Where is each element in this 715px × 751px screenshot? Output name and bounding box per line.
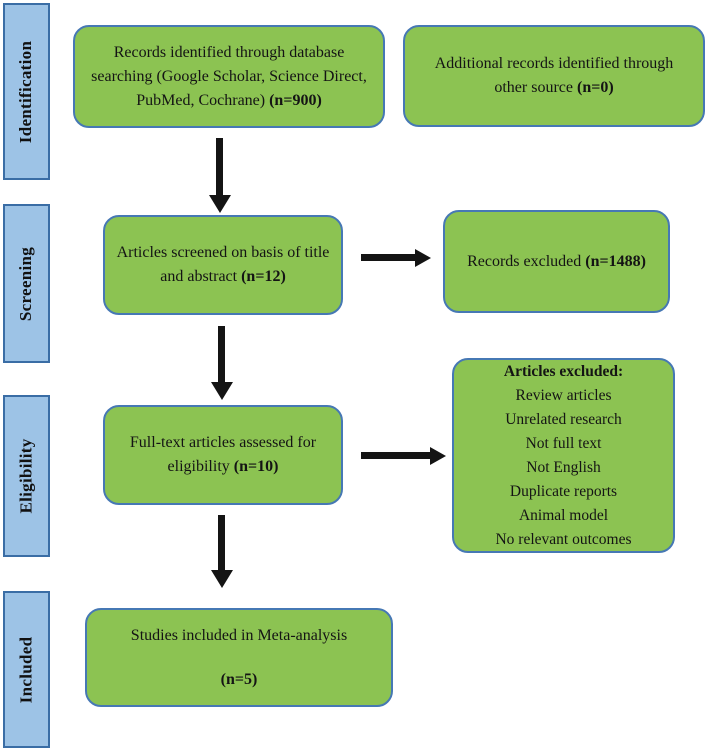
box-articles-screened: Articles screened on basis of title and … — [103, 215, 343, 315]
box-fulltext-assessed-text: Full-text articles assessed for eligibil… — [129, 434, 317, 475]
records-identified-count: (n=900) — [269, 91, 322, 109]
excluded-reason: Not full text — [525, 434, 602, 452]
arrowhead-right-icon — [415, 249, 431, 267]
flow-arrow-fulltext-to-articles-excluded — [361, 452, 431, 459]
arrowhead-right-icon — [430, 447, 446, 465]
articles-screened-count: (n=12) — [241, 268, 286, 285]
arrowhead-down-icon — [211, 382, 233, 400]
excluded-reason: Animal model — [518, 506, 609, 524]
stage-eligibility: Eligibility — [3, 395, 50, 557]
box-studies-included: Studies included in Meta-analysis (n=5) — [85, 608, 393, 707]
stage-identification: Identification — [3, 3, 50, 180]
excluded-reason: Review articles — [515, 386, 612, 404]
stage-label-identification: Identification — [16, 40, 36, 143]
fulltext-assessed-count: (n=10) — [233, 458, 279, 475]
excluded-reason: Unrelated research — [505, 410, 622, 428]
excluded-reason: Not English — [526, 458, 601, 476]
stage-included: Included — [3, 591, 50, 748]
box-additional-records: Additional records identified through ot… — [403, 25, 705, 127]
arrowhead-down-icon — [211, 570, 233, 588]
articles-excluded-heading: Articles excluded: — [503, 362, 624, 380]
stage-screening: Screening — [3, 204, 50, 363]
box-records-identified-text: Records identified through database sear… — [91, 43, 367, 109]
box-records-identified: Records identified through database sear… — [73, 25, 385, 128]
studies-included-count: (n=5) — [220, 670, 258, 688]
excluded-reason: Duplicate reports — [509, 482, 618, 500]
box-records-excluded-text: Records excluded (n=1488) — [467, 252, 646, 270]
flow-arrow-identification-to-screening — [216, 138, 223, 196]
flow-arrow-eligibility-to-included — [218, 515, 225, 571]
stage-label-included: Included — [16, 636, 36, 703]
additional-records-count: (n=0) — [576, 79, 614, 96]
stage-label-eligibility: Eligibility — [16, 438, 36, 514]
studies-included-text: Studies included in Meta-analysis — [130, 626, 348, 644]
records-excluded-count: (n=1488) — [585, 252, 646, 270]
stage-label-screening: Screening — [16, 246, 36, 321]
box-articles-excluded: Articles excluded: Review articles Unrel… — [452, 358, 675, 553]
box-records-excluded: Records excluded (n=1488) — [443, 210, 670, 313]
box-fulltext-assessed: Full-text articles assessed for eligibil… — [103, 405, 343, 505]
box-articles-screened-text: Articles screened on basis of title and … — [116, 244, 330, 285]
excluded-reason: No relevant outcomes — [495, 530, 632, 548]
flow-arrow-screened-to-records-excluded — [361, 254, 416, 261]
box-additional-records-text: Additional records identified through ot… — [434, 55, 674, 96]
flow-arrow-screening-to-eligibility — [218, 326, 225, 383]
arrowhead-down-icon — [209, 195, 231, 213]
